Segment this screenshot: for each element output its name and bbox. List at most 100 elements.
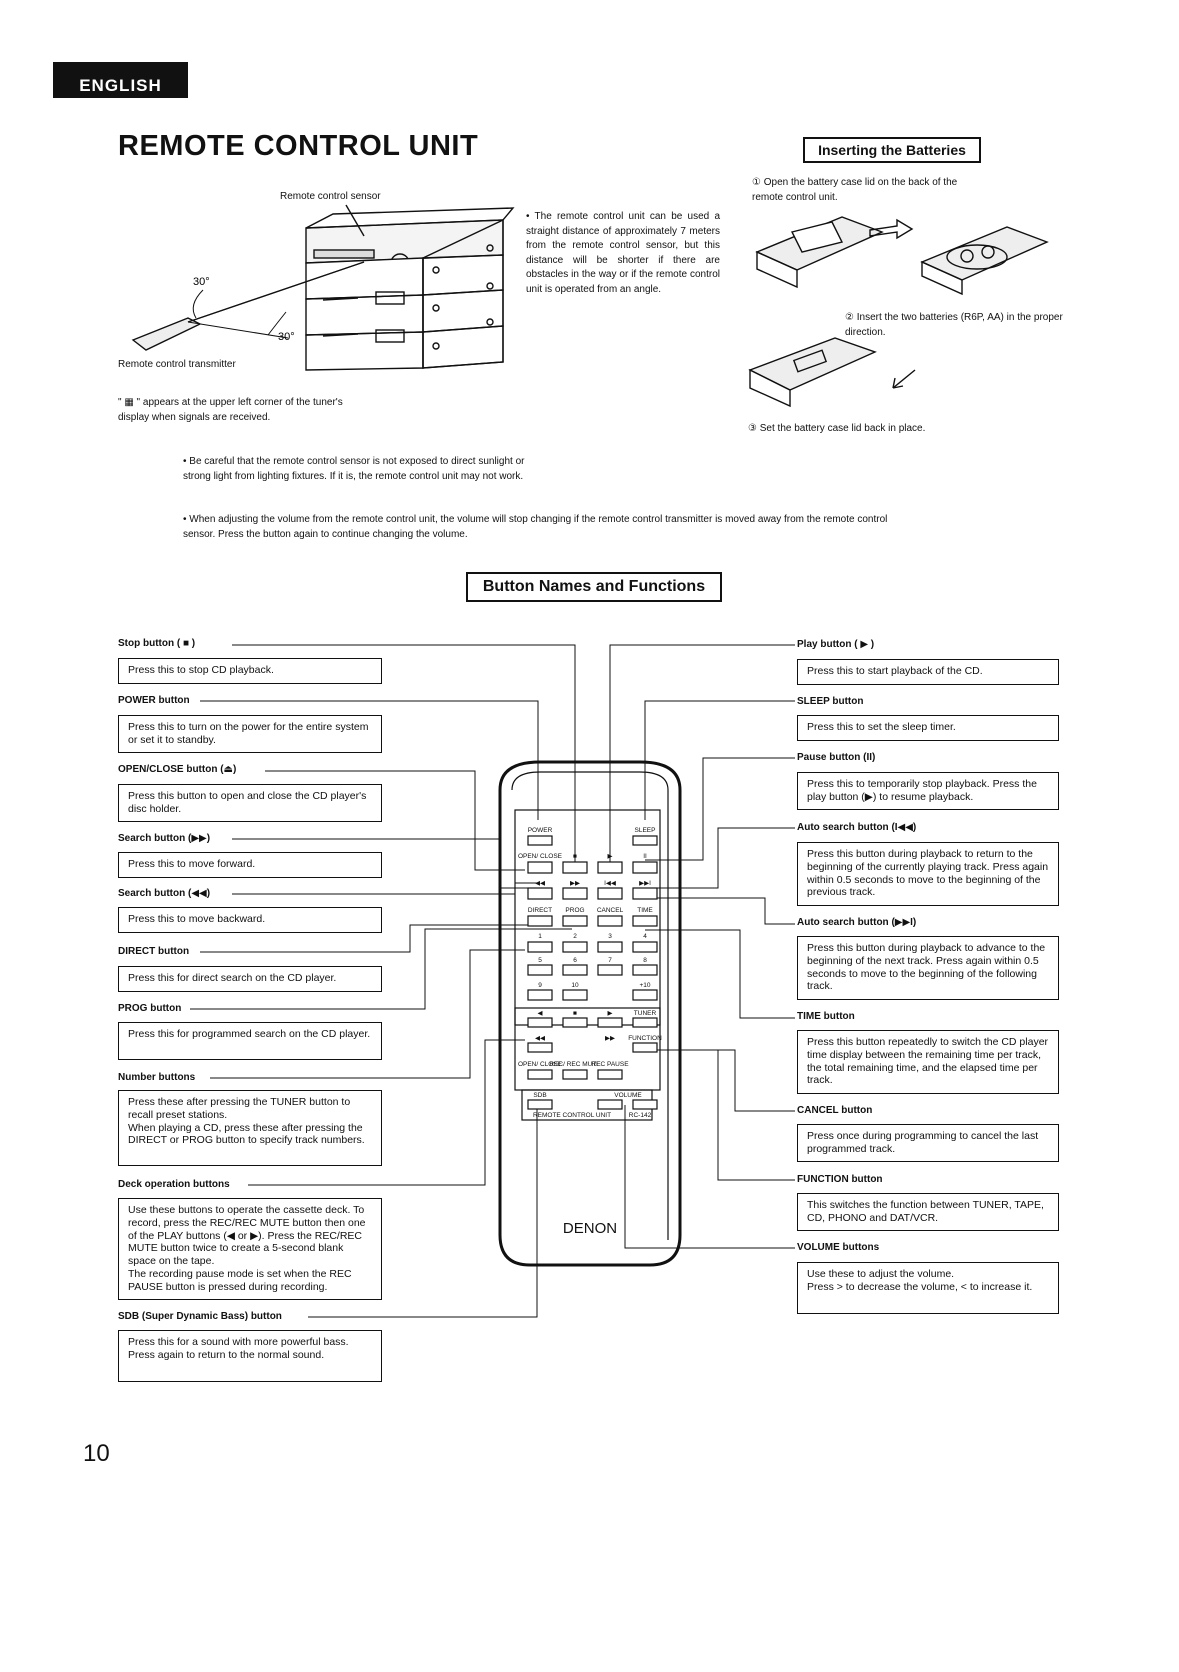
remote-tuner-label: TUNER: [634, 1010, 657, 1017]
direct-button-desc: Press this for direct search on the CD p…: [118, 966, 382, 992]
page-number: 10: [83, 1440, 110, 1467]
page-title: REMOTE CONTROL UNIT: [118, 130, 479, 162]
open-close-button-desc: Press this button to open and close the …: [118, 784, 382, 822]
batteries-heading: Inserting the Batteries: [803, 137, 981, 163]
transmitter-label: Remote control transmitter: [118, 359, 236, 370]
remote-model-code: RC-142: [629, 1112, 652, 1119]
remote-sleep-label: SLEEP: [635, 827, 656, 834]
prog-button-name: PROG button: [118, 1003, 185, 1014]
pause-button-desc: Press this to temporarily stop playback.…: [797, 772, 1059, 810]
prog-button-desc: Press this for programmed search on the …: [118, 1022, 382, 1060]
remote-num-5: 5: [538, 957, 542, 964]
angle-right-label: 30°: [278, 331, 295, 343]
remote-sdb-label: SDB: [533, 1092, 546, 1099]
remote-num-8: 8: [643, 957, 647, 964]
sdb-button-desc: Press this for a sound with more powerfu…: [118, 1330, 382, 1382]
volume-note: • When adjusting the volume from the rem…: [183, 514, 888, 540]
search-forward-button-name: Search button (▶▶): [118, 833, 214, 844]
remote-model-label: REMOTE CONTROL UNIT: [533, 1112, 611, 1119]
remote-time-label: TIME: [637, 907, 653, 914]
auto-search-next-desc: Press this button during playback to adv…: [797, 936, 1059, 1000]
remote-deck-play-icon: ▶: [608, 1010, 614, 1017]
step-2-number: ②: [845, 312, 854, 323]
remote-num-10: 10: [571, 982, 579, 989]
remote-direct-label: DIRECT: [528, 907, 552, 914]
time-button-name: TIME button: [797, 1011, 858, 1022]
remote-num-2: 2: [573, 933, 577, 940]
function-button-name: FUNCTION button: [797, 1174, 886, 1185]
sleep-button-desc: Press this to set the sleep timer.: [797, 715, 1059, 741]
battery-step-1: ① Open the battery case lid on the back …: [752, 176, 982, 205]
remote-stop-icon: ■: [573, 853, 577, 860]
remote-brand-logo: DENON: [563, 1220, 617, 1237]
remote-cancel-label: CANCEL: [597, 907, 624, 914]
deck-buttons-desc: Use these buttons to operate the cassett…: [118, 1198, 382, 1300]
remote-rewind-icon: ◀◀: [535, 880, 546, 887]
direct-button-name: DIRECT button: [118, 946, 193, 957]
remote-power-label: POWER: [528, 827, 553, 834]
battery-open-illustration: [755, 216, 1049, 296]
function-button-desc: This switches the function between TUNER…: [797, 1193, 1059, 1231]
remote-num-1: 1: [538, 933, 542, 940]
remote-num-3: 3: [608, 933, 612, 940]
play-button-desc: Press this to start playback of the CD.: [797, 659, 1059, 685]
remote-forward-icon: ▶▶: [570, 880, 581, 887]
sunlight-note: • Be careful that the remote control sen…: [183, 456, 525, 482]
step-3-text: Set the battery case lid back in place.: [759, 423, 926, 434]
volume-buttons-name: VOLUME buttons: [797, 1242, 883, 1253]
number-buttons-name: Number buttons: [118, 1072, 199, 1083]
auto-search-next-name: Auto search button (▶▶I): [797, 917, 920, 928]
volume-buttons-desc: Use these to adjust the volume. Press > …: [797, 1262, 1059, 1314]
open-close-button-name: OPEN/CLOSE button (⏏): [118, 764, 240, 775]
power-button-name: POWER button: [118, 695, 193, 706]
display-mark-note: " ▦ " appears at the upper left corner o…: [118, 397, 343, 423]
remote-diagram: POWER SLEEP OPEN/ CLOSE ■ ▶ II ◀◀ ▶▶ I◀◀…: [190, 644, 795, 1318]
remote-num-plus10: +10: [639, 982, 650, 989]
power-button-desc: Press this to turn on the power for the …: [118, 715, 382, 753]
remote-deck-ff-icon: ▶▶: [605, 1035, 616, 1042]
search-backward-button-name: Search button (◀◀): [118, 888, 214, 899]
stop-button-name: Stop button ( ■ ): [118, 638, 199, 649]
pause-button-name: Pause button (II): [797, 752, 879, 763]
sleep-button-name: SLEEP button: [797, 696, 867, 707]
step-1-text: Open the battery case lid on the back of…: [752, 177, 958, 203]
remote-next-track-icon: ▶▶I: [639, 880, 651, 887]
stop-button-desc: Press this to stop CD playback.: [118, 658, 382, 684]
remote-deck-open-label: OPEN/ CLOSE: [518, 1061, 563, 1068]
step-3-number: ③: [748, 423, 757, 434]
battery-close-illustration: [748, 337, 916, 408]
remote-pause-icon: II: [643, 853, 647, 860]
remote-volume-label: VOLUME: [614, 1092, 642, 1099]
number-buttons-desc: Press these after pressing the TUNER but…: [118, 1090, 382, 1166]
sdb-button-name: SDB (Super Dynamic Bass) button: [118, 1311, 285, 1322]
step-2-text: Insert the two batteries (R6P, AA) in th…: [845, 312, 1063, 338]
remote-prev-track-icon: I◀◀: [604, 880, 617, 887]
remote-deck-rev-icon: ◀: [538, 1010, 544, 1017]
remote-open-close-label: OPEN/ CLOSE: [518, 853, 563, 860]
step-1-number: ①: [752, 177, 761, 188]
battery-step-3: ③ Set the battery case lid back in place…: [748, 422, 988, 437]
remote-play-icon: ▶: [608, 853, 614, 860]
angle-left-label: 30°: [193, 276, 210, 288]
remote-rec-mute-label: REC/ REC MUTE: [549, 1061, 601, 1068]
auto-search-prev-name: Auto search button (I◀◀): [797, 822, 920, 833]
cancel-button-name: CANCEL button: [797, 1105, 876, 1116]
search-forward-button-desc: Press this to move forward.: [118, 852, 382, 878]
remote-num-6: 6: [573, 957, 577, 964]
battery-step-2: ② Insert the two batteries (R6P, AA) in …: [845, 311, 1067, 340]
remote-num-7: 7: [608, 957, 612, 964]
remote-num-4: 4: [643, 933, 647, 940]
remote-rec-pause-label: REC PAUSE: [591, 1061, 629, 1068]
range-note: • The remote control unit can be used a …: [526, 211, 720, 295]
play-button-name: Play button ( ▶ ): [797, 639, 878, 650]
auto-search-prev-desc: Press this button during playback to ret…: [797, 842, 1059, 906]
cancel-button-desc: Press once during programming to cancel …: [797, 1124, 1059, 1162]
stereo-system-illustration: 30° 30°: [131, 204, 515, 371]
remote-function-label: FUNCTION: [628, 1035, 662, 1042]
remote-deck-stop-icon: ■: [573, 1010, 577, 1017]
remote-deck-rew-icon: ◀◀: [535, 1035, 546, 1042]
search-backward-button-desc: Press this to move backward.: [118, 907, 382, 933]
sensor-label: Remote control sensor: [280, 191, 381, 202]
remote-prog-label: PROG: [565, 907, 584, 914]
remote-num-9: 9: [538, 982, 542, 989]
